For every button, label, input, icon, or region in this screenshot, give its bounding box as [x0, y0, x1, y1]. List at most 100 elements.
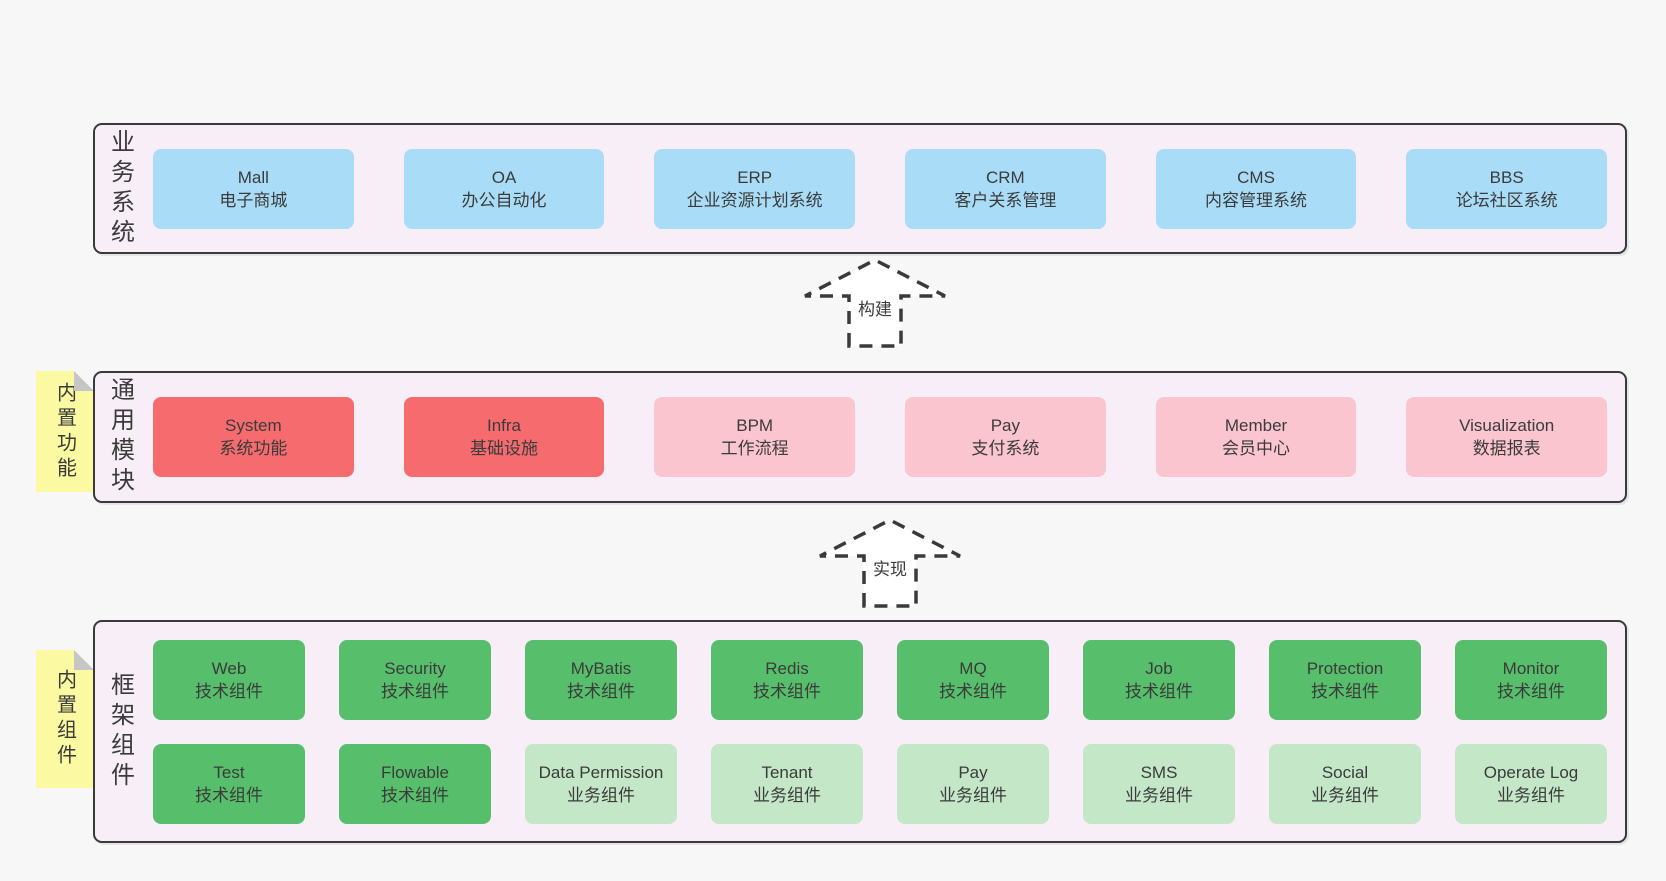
box-name: Visualization — [1459, 416, 1555, 435]
up-arrow-icon: 构建 — [804, 258, 946, 348]
box-name: CMS — [1237, 167, 1275, 187]
box-system: System 系统功能 — [153, 397, 354, 477]
box-mq: MQ 技术组件 — [897, 639, 1049, 720]
box-desc: 技术组件 — [381, 785, 449, 805]
box-desc: 业务组件 — [939, 785, 1007, 805]
box-desc: 技术组件 — [753, 681, 821, 701]
box-test: Test 技术组件 — [153, 743, 305, 824]
box-security: Security 技术组件 — [339, 639, 491, 720]
box-pay: Pay 支付系统 — [905, 397, 1106, 477]
box-desc: 客户关系管理 — [954, 190, 1057, 210]
box-name: MQ — [959, 658, 987, 678]
box-desc: 技术组件 — [567, 681, 635, 701]
box-name: Protection — [1306, 658, 1384, 678]
box-protection: Protection 技术组件 — [1269, 639, 1421, 720]
box-data-permission: Data Permission 业务组件 — [525, 743, 677, 824]
box-desc: 业务组件 — [1125, 785, 1193, 805]
box-crm: CRM 客户关系管理 — [905, 148, 1106, 229]
box-desc: 技术组件 — [1311, 681, 1379, 701]
box-name: CRM — [985, 167, 1025, 187]
box-desc: 技术组件 — [195, 681, 263, 701]
band-business-systems: 业务系统 Mall 电子商城 OA 办公自动化 ERP 企业资源计划系统 CRM… — [93, 123, 1627, 254]
implement-arrow: 实现 — [815, 516, 965, 608]
box-desc: 技术组件 — [1125, 681, 1193, 701]
box-name: MyBatis — [570, 658, 632, 678]
band-common-modules: 通用模块 System 系统功能 Infra 基础设施 BPM 工作流程 Pay… — [93, 371, 1627, 503]
box-desc: 内容管理系统 — [1205, 190, 1308, 210]
box-desc: 办公自动化 — [461, 190, 547, 210]
box-desc: 论坛社区系统 — [1455, 190, 1558, 210]
arrow-label: 实现 — [873, 560, 907, 579]
box-desc: 系统功能 — [219, 439, 288, 458]
fold-corner-icon — [74, 371, 94, 391]
box-name: Monitor — [1502, 658, 1560, 678]
box-visualization: Visualization 数据报表 — [1406, 397, 1608, 477]
box-desc: 支付系统 — [971, 439, 1040, 458]
box-name: ERP — [737, 167, 773, 187]
box-desc: 企业资源计划系统 — [686, 190, 823, 210]
box-desc: 基础设施 — [470, 439, 538, 458]
box-monitor: Monitor 技术组件 — [1455, 639, 1607, 720]
box-name: Job — [1145, 658, 1173, 678]
box-desc: 会员中心 — [1222, 439, 1291, 458]
sticky-note-built-in-components: 内置组件 — [36, 650, 94, 788]
box-name: System — [224, 416, 282, 435]
box-flowable: Flowable 技术组件 — [339, 743, 491, 824]
box-name: Pay — [990, 416, 1020, 435]
box-desc: 工作流程 — [720, 439, 789, 458]
box-name: Social — [1321, 762, 1369, 782]
box-name: Operate Log — [1483, 762, 1579, 782]
sticky-note-built-in-features: 内置功能 — [36, 371, 94, 492]
box-mybatis: MyBatis 技术组件 — [525, 639, 677, 720]
box-name: Test — [213, 762, 245, 782]
box-sms: SMS 业务组件 — [1083, 743, 1235, 824]
box-redis: Redis 技术组件 — [711, 639, 863, 720]
box-name: Infra — [486, 416, 522, 435]
box-member: Member 会员中心 — [1155, 397, 1357, 477]
box-desc: 业务组件 — [753, 785, 821, 805]
box-name: Flowable — [380, 762, 450, 782]
box-desc: 技术组件 — [1497, 681, 1565, 701]
build-arrow: 构建 — [800, 256, 950, 348]
box-bbs: BBS 论坛社区系统 — [1406, 148, 1608, 229]
fold-corner-icon — [74, 650, 94, 670]
arrow-label: 构建 — [858, 300, 892, 319]
box-operate-log: Operate Log 业务组件 — [1455, 743, 1607, 824]
band-framework-components: 框架组件 Web 技术组件 Security 技术组件 MyBatis 技术组件… — [93, 620, 1627, 843]
box-erp: ERP 企业资源计划系统 — [654, 148, 856, 229]
box-infra: Infra 基础设施 — [403, 397, 605, 477]
box-mall: Mall 电子商城 — [153, 148, 354, 229]
box-web: Web 技术组件 — [153, 639, 305, 720]
box-desc: 电子商城 — [219, 190, 288, 210]
box-pay-biz: Pay 业务组件 — [897, 743, 1049, 824]
box-name: BPM — [736, 416, 774, 435]
box-name: Redis — [765, 658, 809, 678]
note-text: 内置功能 — [53, 381, 76, 482]
box-name: Web — [211, 658, 247, 678]
box-desc: 业务组件 — [567, 785, 635, 805]
box-name: BBS — [1489, 167, 1524, 187]
up-arrow-icon: 实现 — [819, 518, 961, 608]
box-job: Job 技术组件 — [1083, 639, 1235, 720]
box-name: Member — [1224, 416, 1288, 435]
box-desc: 技术组件 — [939, 681, 1007, 701]
box-desc: 技术组件 — [381, 681, 449, 701]
band-label-business-systems: 业务系统 — [106, 128, 134, 249]
box-name: OA — [491, 167, 517, 187]
box-desc: 技术组件 — [195, 785, 263, 805]
box-name: SMS — [1140, 762, 1178, 782]
box-name: Mall — [237, 167, 269, 187]
box-cms: CMS 内容管理系统 — [1155, 148, 1357, 229]
box-desc: 业务组件 — [1497, 785, 1565, 805]
band-label-framework-components: 框架组件 — [106, 671, 134, 792]
box-name: Tenant — [761, 762, 813, 782]
box-bpm: BPM 工作流程 — [654, 397, 856, 477]
box-name: Data Permission — [538, 762, 664, 782]
box-name: Security — [384, 658, 446, 678]
box-desc: 数据报表 — [1472, 439, 1541, 458]
note-text: 内置组件 — [53, 669, 76, 769]
band-label-common-modules: 通用模块 — [106, 377, 134, 497]
box-tenant: Tenant 业务组件 — [711, 743, 863, 824]
box-name: Pay — [958, 762, 988, 782]
